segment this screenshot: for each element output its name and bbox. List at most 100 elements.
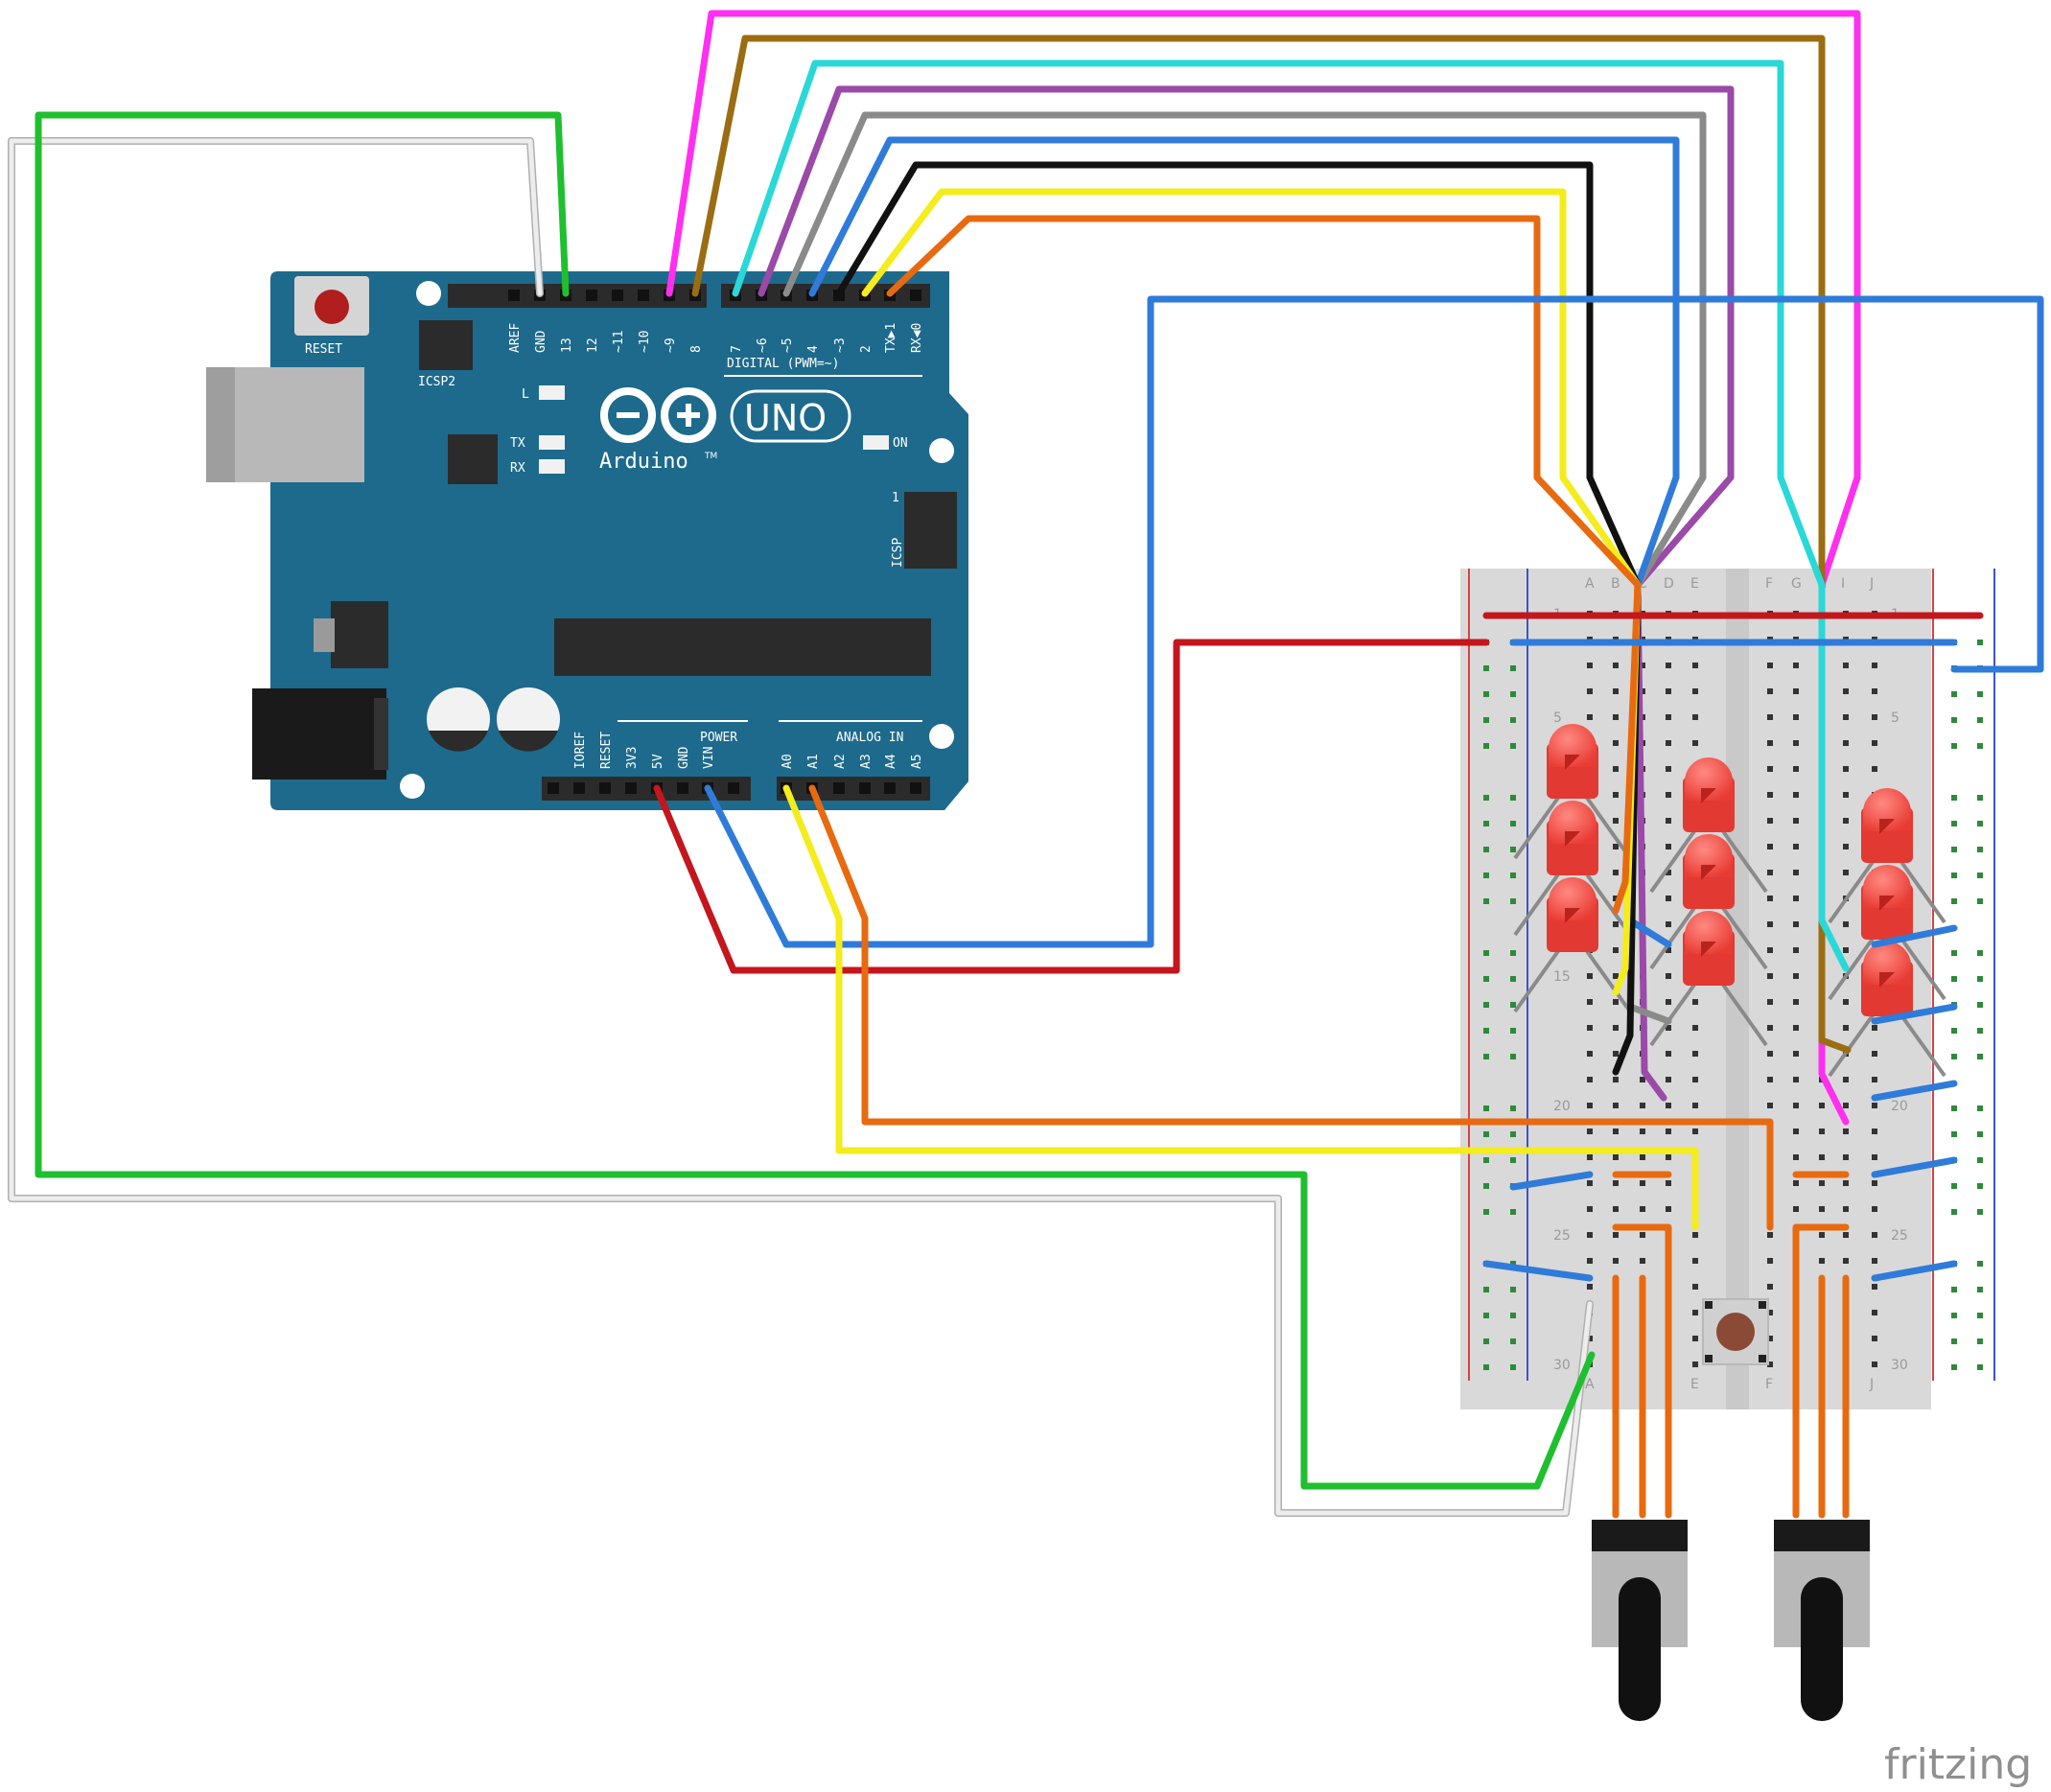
rail-hole xyxy=(1510,717,1516,723)
breadboard-hole xyxy=(1666,714,1671,720)
rail-hole xyxy=(1951,691,1957,697)
led-leg xyxy=(1513,943,1565,1013)
digital-pin-label: TX▶1 xyxy=(884,323,898,353)
header-pin-hole xyxy=(859,782,871,794)
pushbutton-cap[interactable] xyxy=(1716,1313,1755,1351)
column-label: J xyxy=(1869,576,1874,592)
rail-hole xyxy=(1483,1131,1489,1137)
breadboard-hole xyxy=(1613,973,1619,979)
rail-hole xyxy=(1977,821,1983,826)
breadboard-hole xyxy=(1613,844,1619,849)
potentiometer-2[interactable] xyxy=(1774,1520,1870,1721)
wire-orange-1 xyxy=(886,215,1642,915)
rail-hole xyxy=(1977,1287,1983,1292)
rail-hole xyxy=(1951,795,1957,801)
rail-hole xyxy=(1977,1105,1983,1111)
breadboard-hole xyxy=(1666,1051,1671,1057)
digital-pin-label: 12 xyxy=(586,337,600,353)
rail-hole xyxy=(1951,821,1957,826)
rail-hole xyxy=(1951,873,1957,878)
pot-top xyxy=(1592,1520,1688,1553)
rail-hole xyxy=(1951,1338,1957,1344)
row-number-label: 20 xyxy=(1891,1099,1908,1114)
led-leg xyxy=(1828,853,1879,924)
header-pin-hole xyxy=(728,782,739,794)
wire-black-3 xyxy=(835,161,1642,1076)
breadboard-hole xyxy=(1843,844,1849,849)
breadboard-hole xyxy=(1666,896,1671,901)
reset-button[interactable] xyxy=(315,290,349,324)
breadboard-hole xyxy=(1767,1336,1773,1341)
breadboard-hole xyxy=(1640,1154,1645,1160)
pushbutton-leg xyxy=(1705,1301,1713,1309)
led-red xyxy=(1513,724,1632,860)
wire-blue-jumper xyxy=(1871,1260,1958,1282)
arduino-uno-board: RESET ICSP2 L TX RX ON UNO xyxy=(206,271,968,810)
led-dome xyxy=(1549,877,1597,920)
rail-hole xyxy=(1510,1287,1516,1292)
logo-uno-text: UNO xyxy=(744,397,827,439)
led-leg xyxy=(1828,1007,1879,1078)
icsp-label: ICSP xyxy=(891,538,905,568)
breadboard-hole xyxy=(1793,1025,1799,1031)
rail-hole xyxy=(1977,1261,1983,1267)
potentiometer-1[interactable] xyxy=(1592,1520,1688,1721)
column-label: A xyxy=(1585,576,1595,592)
leds xyxy=(1513,724,1946,1078)
led-leg xyxy=(1580,789,1632,860)
rail-hole xyxy=(1510,795,1516,801)
led-red xyxy=(1649,757,1768,894)
led-leg xyxy=(1895,853,1946,924)
led-on-label: ON xyxy=(893,436,908,451)
rail-hole xyxy=(1977,1364,1983,1370)
breadboard-hole xyxy=(1666,740,1671,746)
breadboard-hole xyxy=(1767,1025,1773,1031)
breadboard-hole xyxy=(1692,1284,1698,1290)
breadboard-hole xyxy=(1613,688,1619,694)
power-jack xyxy=(252,688,386,780)
led-die xyxy=(1701,865,1716,880)
mounting-hole xyxy=(929,724,954,749)
rail-hole xyxy=(1510,847,1516,852)
arduino-logo: UNO Arduino TM xyxy=(599,387,851,474)
rail-hole xyxy=(1951,976,1957,982)
pot-knob[interactable] xyxy=(1801,1577,1843,1721)
analog-pin-label: A4 xyxy=(884,754,898,769)
breadboard-hole xyxy=(1613,1258,1619,1264)
breadboard-hole xyxy=(1587,1129,1593,1134)
digital-pin-label: 4 xyxy=(806,345,821,353)
rail-hole xyxy=(1483,795,1489,801)
breadboard-hole xyxy=(1767,1361,1773,1367)
breadboard-hole xyxy=(1692,1025,1698,1031)
analog-header xyxy=(777,777,930,801)
breadboard-hole xyxy=(1872,1310,1877,1315)
led-tx-label: TX xyxy=(510,436,525,451)
pot-knob[interactable] xyxy=(1619,1577,1661,1721)
breadboard-hole xyxy=(1692,663,1698,668)
breadboard-hole xyxy=(1613,766,1619,772)
header-pin-hole xyxy=(910,290,921,301)
row-number-label: 30 xyxy=(1891,1358,1908,1373)
pushbutton[interactable] xyxy=(1702,1298,1769,1365)
analog-pin-label: A2 xyxy=(833,754,848,769)
power-jack-lip xyxy=(374,698,388,770)
breadboard-hole xyxy=(1692,688,1698,694)
digital-pin-label: 8 xyxy=(689,345,704,353)
breadboard-hole xyxy=(1666,1103,1671,1108)
rail-hole xyxy=(1951,743,1957,749)
breadboard-hole xyxy=(1872,1232,1877,1238)
digital-pin-label: ~10 xyxy=(638,331,652,353)
breadboard-hole xyxy=(1613,818,1619,824)
breadboard-hole xyxy=(1843,1232,1849,1238)
breadboard-hole xyxy=(1666,663,1671,668)
breadboard-hole xyxy=(1666,1180,1671,1186)
logo-tm: TM xyxy=(704,452,717,461)
breadboard-hole xyxy=(1640,1206,1645,1212)
breadboard-hole xyxy=(1767,1284,1773,1290)
breadboard-hole xyxy=(1767,740,1773,746)
wire-orange-pot1-wiper xyxy=(1612,1223,1672,1519)
led-leg xyxy=(1828,930,1879,1001)
led-die xyxy=(1879,819,1895,834)
reset-label: RESET xyxy=(305,342,342,357)
